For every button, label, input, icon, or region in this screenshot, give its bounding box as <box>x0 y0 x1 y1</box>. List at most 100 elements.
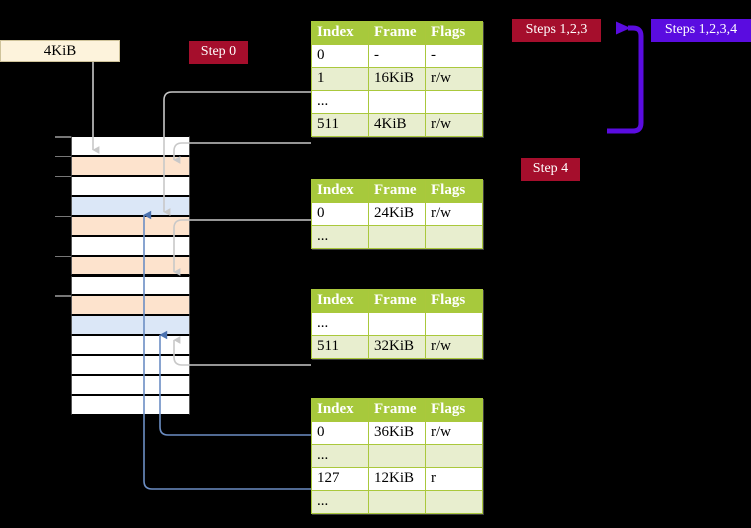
cell-index: 511 <box>311 113 369 137</box>
column-header-index: Index <box>311 289 369 313</box>
badge-step-0: Step 0 <box>189 41 248 64</box>
column-header-frame: Frame <box>368 289 426 313</box>
table-row: ... <box>311 444 483 468</box>
memory-size-text: 4KiB <box>43 43 77 59</box>
badge-steps-123: Steps 1,2,3 <box>512 19 601 42</box>
cell-frame: - <box>368 44 426 68</box>
cell-flags <box>425 90 483 114</box>
table-row: ... <box>311 312 483 336</box>
cell-index: 0 <box>311 44 369 68</box>
cell-index: 511 <box>311 335 369 359</box>
table-row: 0-- <box>311 44 483 68</box>
cell-index: 0 <box>311 202 369 226</box>
memory-frame-9 <box>71 315 190 336</box>
cell-flags: r/w <box>425 335 483 359</box>
physical-memory-column <box>55 136 190 415</box>
cell-index: ... <box>311 90 369 114</box>
cell-flags: - <box>425 44 483 68</box>
column-header-flags: Flags <box>425 179 483 203</box>
cell-frame: 24KiB <box>368 202 426 226</box>
cell-flags <box>425 444 483 468</box>
memory-frame-12 <box>71 375 190 396</box>
cell-frame: 12KiB <box>368 467 426 491</box>
memory-frame-tick-8 <box>55 295 71 297</box>
cell-flags: r/w <box>425 113 483 137</box>
connector-l0-row511 <box>173 142 311 164</box>
cell-frame: 16KiB <box>368 67 426 91</box>
column-header-frame: Frame <box>368 179 426 203</box>
badge-label: Steps 1,2,3 <box>525 22 588 37</box>
cell-frame: 36KiB <box>368 421 426 445</box>
cell-frame <box>368 444 426 468</box>
cell-index: 1 <box>311 67 369 91</box>
memory-frame-4 <box>71 215 190 236</box>
cell-index: 127 <box>311 467 369 491</box>
memory-frame-tick-4 <box>55 215 71 218</box>
cell-index: ... <box>311 225 369 249</box>
badge-steps-1234: Steps 1,2,3,4 <box>651 19 751 42</box>
connector-l1-row0 <box>173 219 311 276</box>
cell-frame <box>368 490 426 514</box>
cell-index: 0 <box>311 421 369 445</box>
badge-label: Step 4 <box>532 161 569 176</box>
cell-frame <box>368 225 426 249</box>
memory-frame-13 <box>71 395 190 415</box>
memory-frame-0 <box>71 136 190 156</box>
column-header-frame: Frame <box>368 398 426 422</box>
cell-flags: r/w <box>425 67 483 91</box>
cell-index: ... <box>311 490 369 514</box>
table-row: ... <box>311 90 483 114</box>
cell-frame <box>368 90 426 114</box>
memory-size-label: 4KiB <box>0 40 120 62</box>
memory-frame-tick-6 <box>55 255 71 258</box>
cell-flags: r/w <box>425 421 483 445</box>
connector-steps-bracket <box>607 21 644 134</box>
badge-label: Steps 1,2,3,4 <box>664 22 738 37</box>
cell-frame <box>368 312 426 336</box>
column-header-flags: Flags <box>425 289 483 313</box>
memory-frame-1 <box>71 155 190 176</box>
cell-flags <box>425 490 483 514</box>
memory-frame-tick-2 <box>55 175 71 178</box>
memory-frame-7 <box>71 275 190 296</box>
memory-frame-tick-1 <box>55 155 71 158</box>
column-header-frame: Frame <box>368 21 426 45</box>
memory-frame-3 <box>71 195 190 216</box>
cell-flags <box>425 312 483 336</box>
memory-frame-5 <box>71 235 190 256</box>
memory-frame-10 <box>71 335 190 356</box>
cell-frame: 32KiB <box>368 335 426 359</box>
table-row: ... <box>311 225 483 249</box>
column-header-index: Index <box>311 398 369 422</box>
cell-index: ... <box>311 444 369 468</box>
memory-frame-2 <box>71 175 190 196</box>
cell-flags: r/w <box>425 202 483 226</box>
cell-frame: 4KiB <box>368 113 426 137</box>
cell-flags <box>425 225 483 249</box>
memory-frame-tick-0 <box>55 136 71 138</box>
connector-l2-row511 <box>173 336 311 366</box>
cell-flags: r <box>425 467 483 491</box>
memory-frame-11 <box>71 355 190 376</box>
badge-step-4: Step 4 <box>521 158 580 181</box>
column-header-index: Index <box>311 21 369 45</box>
column-header-flags: Flags <box>425 21 483 45</box>
column-header-index: Index <box>311 179 369 203</box>
memory-frame-8 <box>71 295 190 316</box>
table-row: ... <box>311 490 483 514</box>
